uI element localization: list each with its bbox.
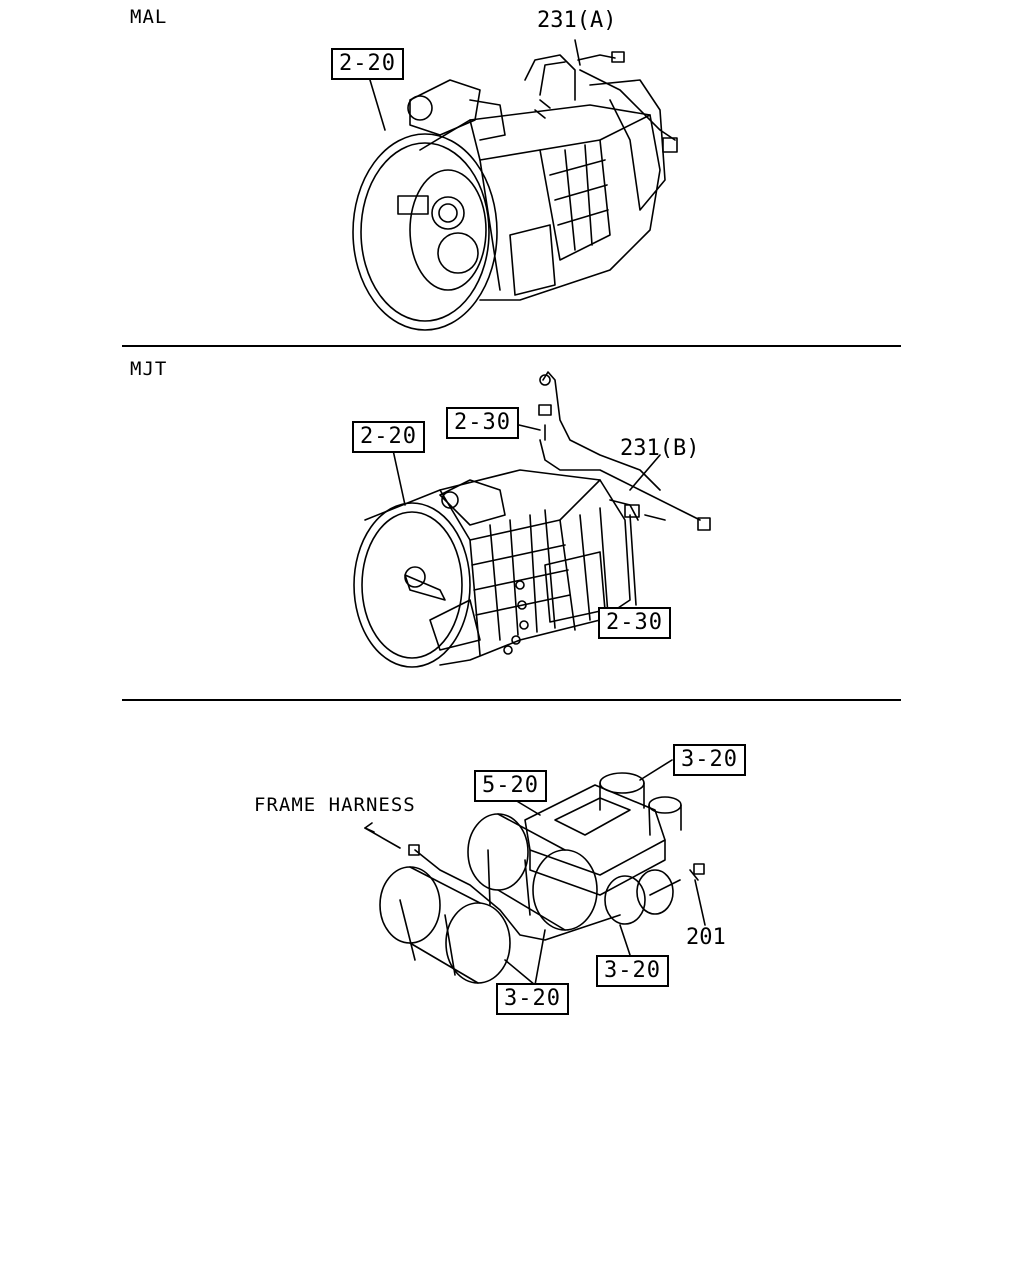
mjt-ref-box[interactable]: 2-20 [352, 421, 425, 453]
mjt-leader-2-30-top [518, 424, 541, 431]
leader-3-20-bottom-b [504, 959, 536, 986]
section-divider-1 [122, 345, 901, 347]
tank-box-3-20-bottom[interactable]: 3-20 [496, 983, 569, 1015]
tanks-drawing [379, 772, 705, 984]
frame-harness-arrowhead [364, 822, 375, 833]
leader-3-20-top [639, 759, 673, 781]
part-201-callout[interactable]: 201 [686, 925, 726, 950]
section-divider-2 [122, 699, 901, 701]
leader-5-20 [514, 799, 541, 816]
tank-box-3-20-top[interactable]: 3-20 [673, 744, 746, 776]
frame-harness-label: FRAME HARNESS [254, 794, 416, 816]
section-label-mal: MAL [130, 6, 168, 28]
mjt-leader-231b [629, 454, 661, 491]
mal-ref-box[interactable]: 2-20 [331, 48, 404, 80]
mal-transmission-drawing [352, 39, 678, 331]
mjt-sensor-box-top[interactable]: 2-30 [446, 407, 519, 439]
mjt-leader-2-30-bottom [629, 514, 637, 606]
tank-box-3-20-right[interactable]: 3-20 [596, 955, 669, 987]
leader-201 [694, 879, 706, 926]
leader-3-20-bottom-a [534, 929, 546, 986]
leader-3-20-right [619, 924, 631, 956]
mjt-transmission-drawing [353, 371, 711, 668]
section-label-mjt: MJT [130, 358, 168, 380]
mal-leader-2-20 [369, 79, 386, 131]
tank-box-5-20[interactable]: 5-20 [474, 770, 547, 802]
mjt-sensor-box-bottom[interactable]: 2-30 [598, 607, 671, 639]
mjt-harness-callout[interactable]: 231(B) [620, 436, 700, 461]
mjt-leader-2-20 [392, 449, 406, 506]
mal-harness-callout[interactable]: 231(A) [537, 8, 617, 33]
